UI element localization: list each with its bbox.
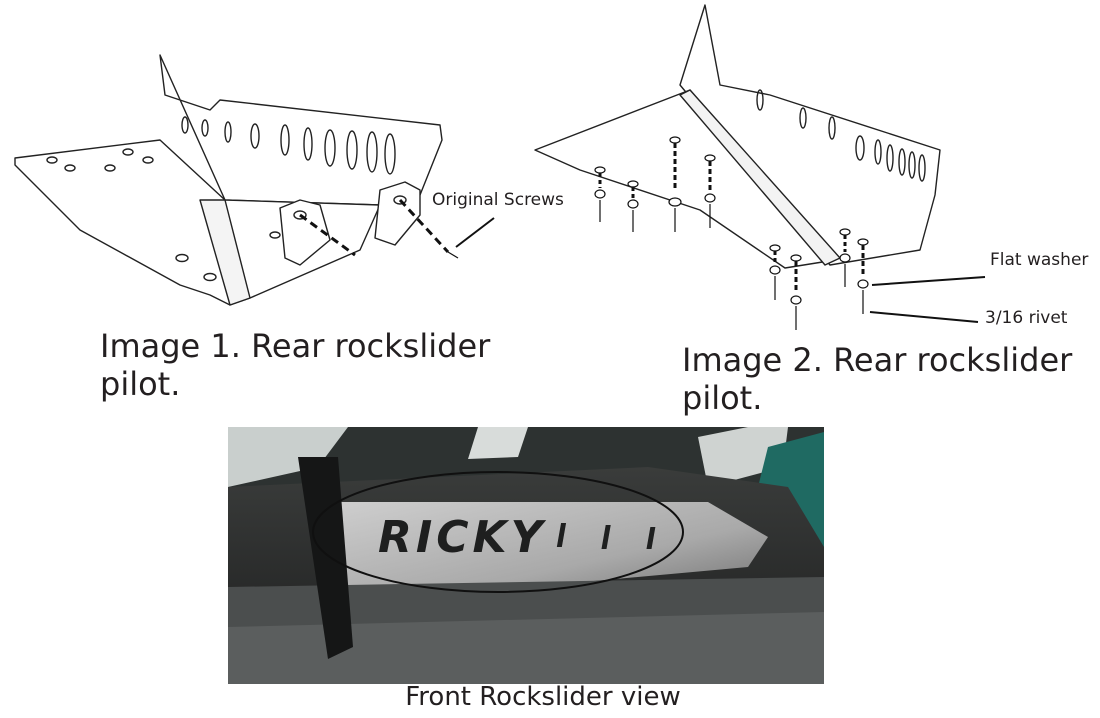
rockslider-drawing-1 bbox=[14, 54, 459, 306]
ricky-plate-text: RICKY bbox=[378, 512, 547, 563]
rockslider-drawing-2 bbox=[534, 4, 941, 330]
rockslider-photo-illustration: RICKY bbox=[228, 427, 824, 684]
front-rockslider-photo: RICKY bbox=[228, 427, 824, 684]
image-2-caption: Image 2. Rear rockslider pilot. bbox=[682, 341, 1073, 417]
original-screws-label: Original Screws bbox=[432, 190, 564, 210]
front-rockslider-caption: Front Rockslider view bbox=[405, 682, 681, 712]
image-1-caption: Image 1. Rear rockslider pilot. bbox=[100, 327, 491, 403]
rivet-label: 3/16 rivet bbox=[985, 308, 1068, 328]
flat-washer-label: Flat washer bbox=[990, 250, 1089, 270]
